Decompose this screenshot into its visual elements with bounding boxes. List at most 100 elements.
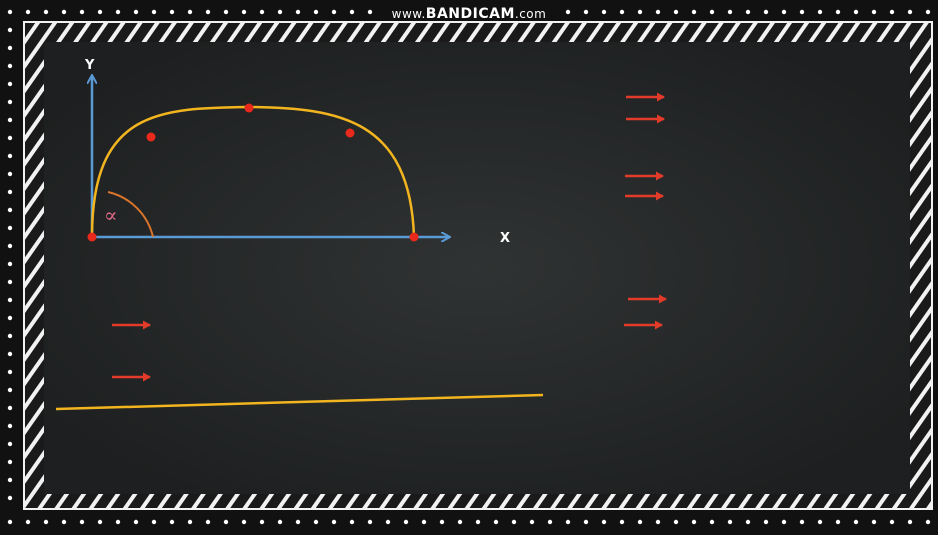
border-dot [7,519,13,525]
border-dot [439,519,445,525]
border-dot [7,9,13,15]
border-dot [907,9,913,15]
border-dot [853,519,859,525]
border-dot [655,519,661,525]
border-dot [475,519,481,525]
border-dot [673,9,679,15]
border-dot [367,9,373,15]
border-dot [7,495,13,501]
border-dot [187,9,193,15]
border-dot [799,519,805,525]
border-dot [313,519,319,525]
border-dot [349,519,355,525]
border-dot [61,519,67,525]
border-dot [7,477,13,483]
border-dot [817,519,823,525]
border-dot [25,9,31,15]
border-dot [709,519,715,525]
y-axis-label: Y [84,58,95,73]
border-dot [97,9,103,15]
border-dot [925,9,931,15]
point-top [244,103,254,113]
border-dot [151,9,157,15]
border-dot [727,519,733,525]
border-dot [223,519,229,525]
border-dot [259,519,265,525]
border-dot [583,9,589,15]
border-dot [7,369,13,375]
border-dot [691,519,697,525]
border-dot [259,9,265,15]
border-dot [7,297,13,303]
border-dot [385,519,391,525]
border-dot [619,9,625,15]
border-dot [7,225,13,231]
border-dot [619,519,625,525]
border-dot [403,519,409,525]
point-right [345,128,355,138]
border-dot [7,405,13,411]
border-dot [151,519,157,525]
border-dot [7,171,13,177]
border-dot [61,9,67,15]
border-dot [871,519,877,525]
border-dot [313,9,319,15]
border-dot [7,441,13,447]
border-dot [565,9,571,15]
border-dot [7,45,13,51]
watermark-prefix: www. [391,7,426,21]
border-dot [637,519,643,525]
border-dot [7,99,13,105]
border-dot [7,135,13,141]
border-dot [241,9,247,15]
border-dot [853,9,859,15]
border-dot [7,189,13,195]
border-dot [331,519,337,525]
border-dot [205,9,211,15]
border-dot [349,9,355,15]
border-dot [169,9,175,15]
border-dot [7,351,13,357]
border-dot [7,27,13,33]
ground-line [55,393,544,411]
border-dot [7,81,13,87]
border-dot [277,9,283,15]
border-dot [7,207,13,213]
border-dot [367,519,373,525]
border-dot [7,153,13,159]
border-dot [601,9,607,15]
border-dot [781,519,787,525]
border-dot [709,9,715,15]
border-dot [277,519,283,525]
border-dot [7,459,13,465]
border-dot [7,279,13,285]
border-dot [727,9,733,15]
border-dot [7,63,13,69]
border-dot [871,9,877,15]
border-dot [7,261,13,267]
border-dot [547,519,553,525]
border-dot [457,519,463,525]
border-dot [745,9,751,15]
border-dot [601,519,607,525]
border-dot [187,519,193,525]
border-dot [295,9,301,15]
border-dot [529,519,535,525]
border-dot [763,519,769,525]
border-dot [223,9,229,15]
border-dot [7,117,13,123]
angle-label: ∝ [104,203,118,227]
border-dot [43,519,49,525]
border-dot [637,9,643,15]
border-dot [835,519,841,525]
border-dot [79,519,85,525]
border-dot [241,519,247,525]
border-dot [421,519,427,525]
border-dot [889,9,895,15]
border-dot [133,9,139,15]
border-dot [673,519,679,525]
border-dot [493,519,499,525]
watermark-brand: BANDICAM [425,6,515,22]
point-end [409,232,419,242]
